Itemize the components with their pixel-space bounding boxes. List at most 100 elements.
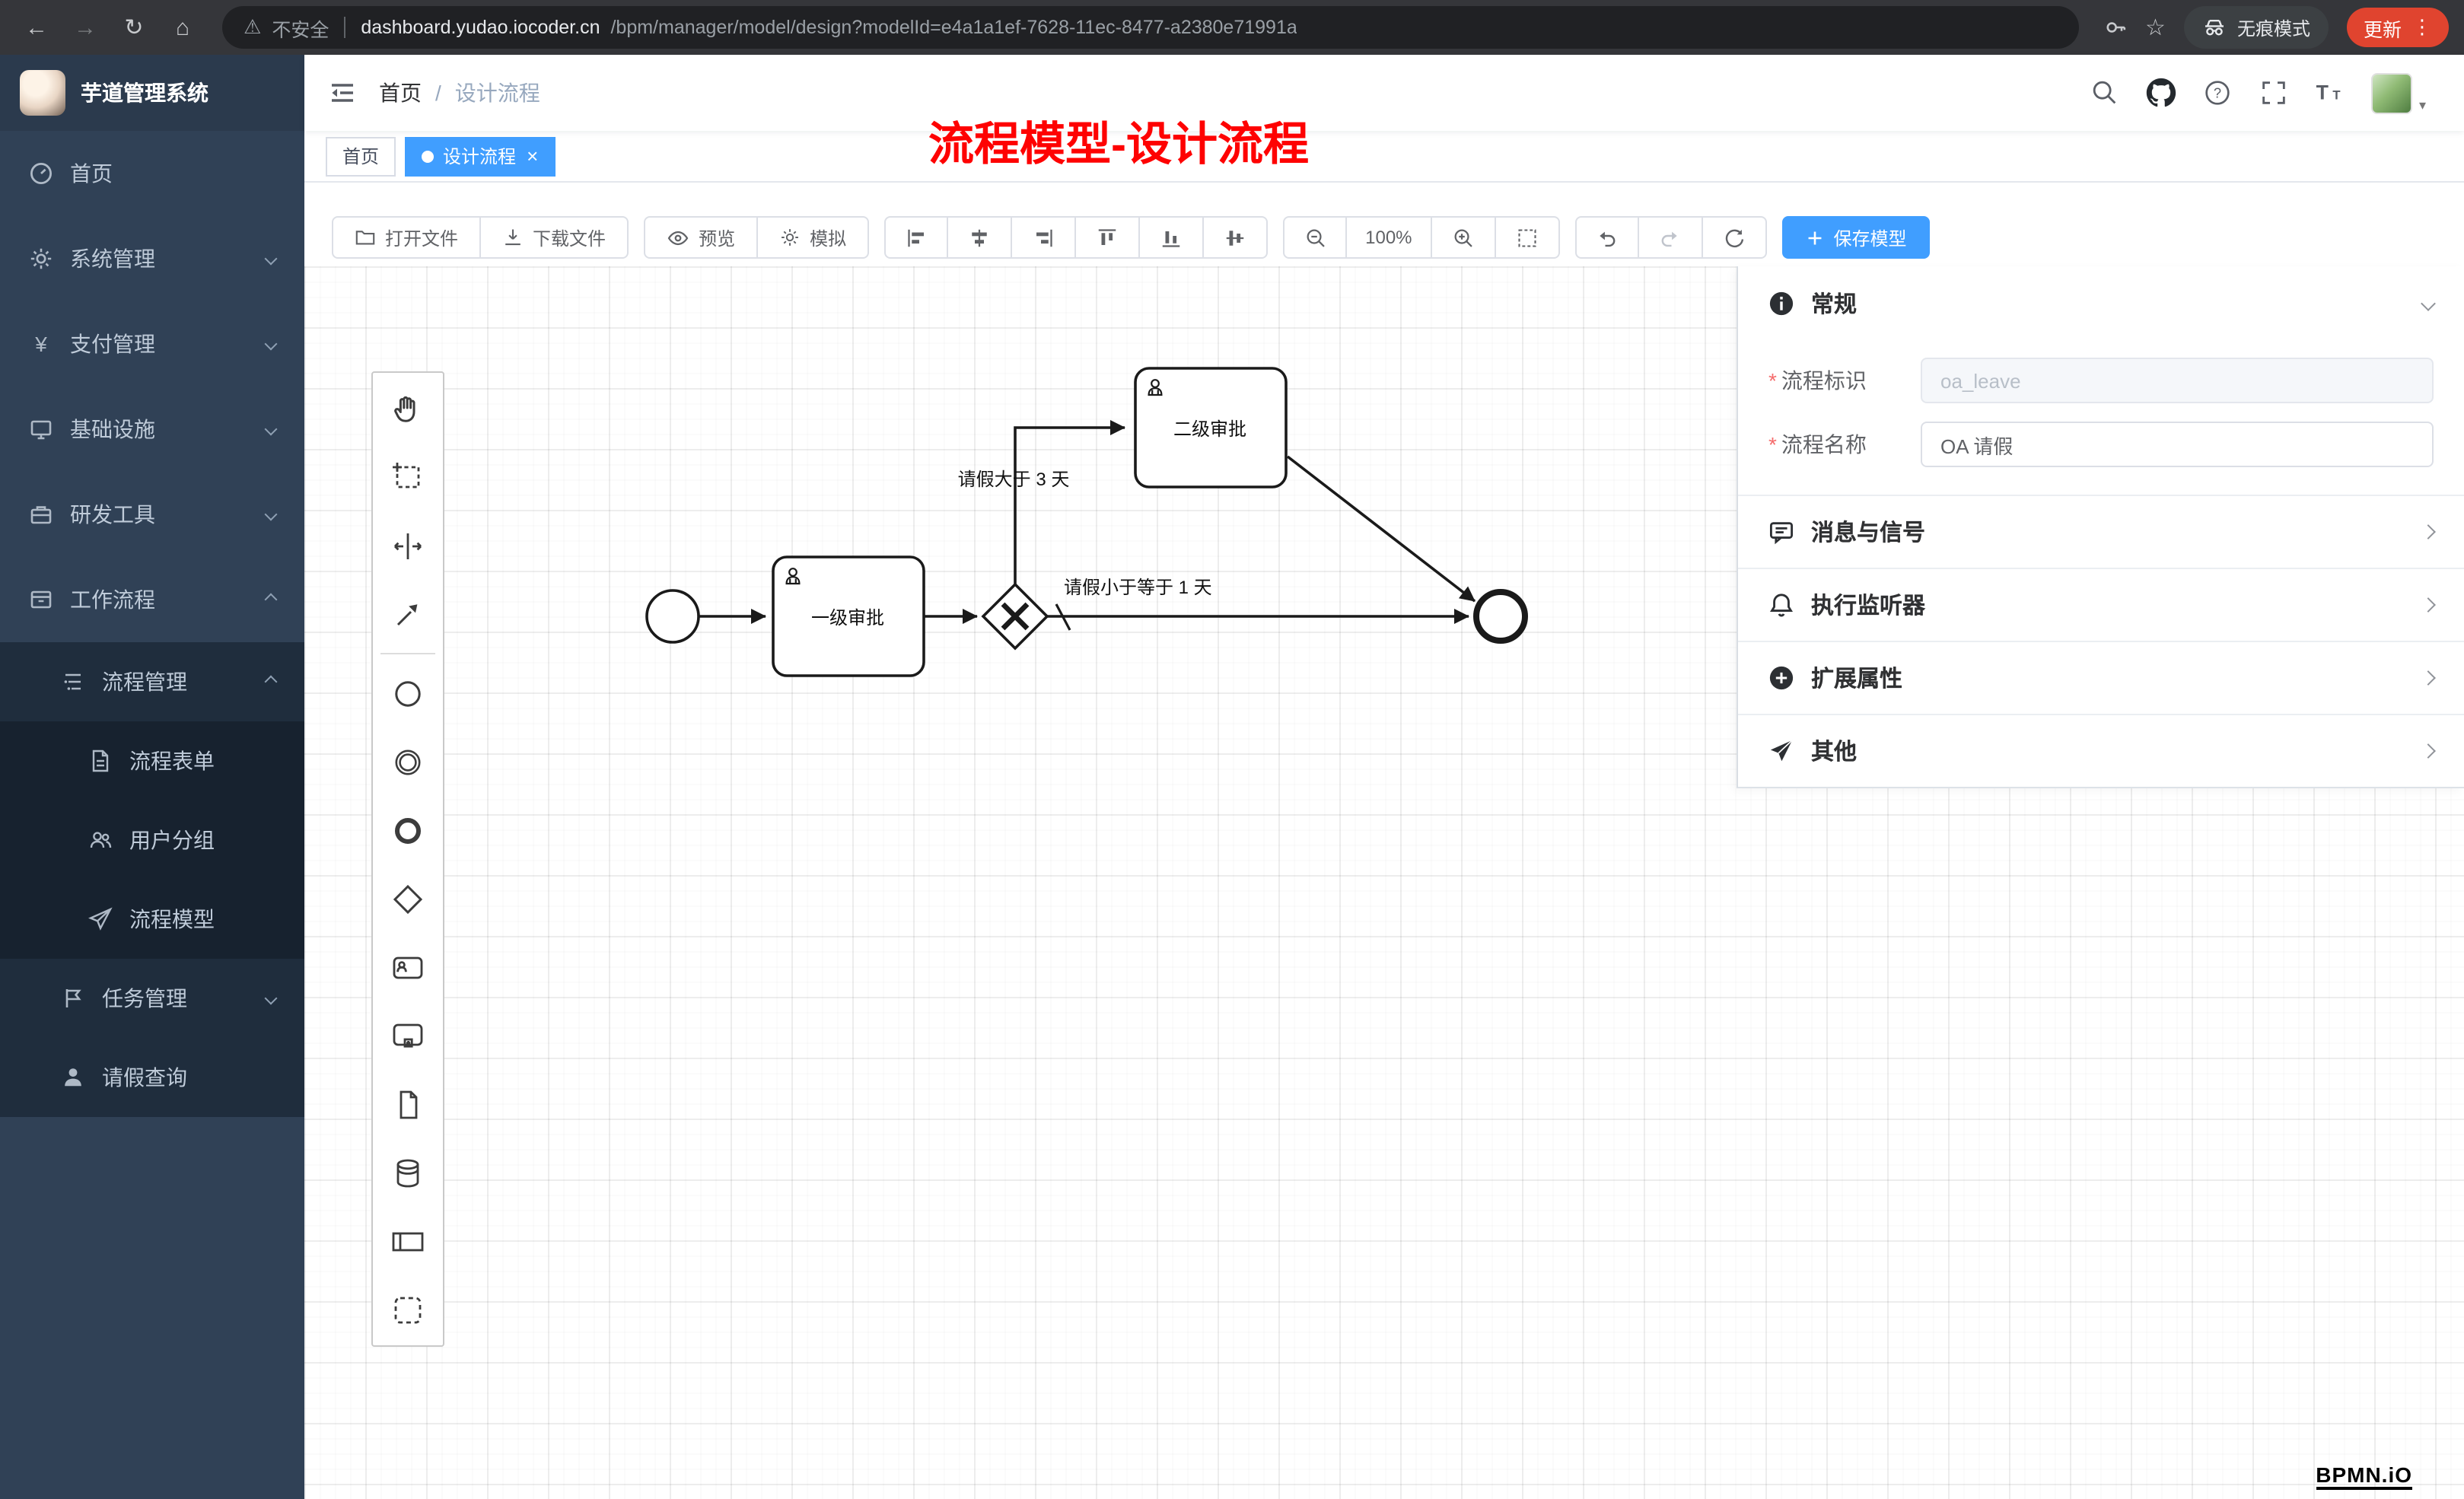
gear-icon <box>30 248 52 269</box>
align-middle-button[interactable] <box>1204 216 1269 259</box>
create-participant[interactable] <box>373 1207 443 1275</box>
process-name-input[interactable] <box>1921 422 2434 467</box>
bell-icon <box>1769 594 1794 617</box>
flag-icon <box>65 989 81 1007</box>
browser-back-icon[interactable]: ← <box>25 14 48 40</box>
key-icon[interactable] <box>2103 15 2127 40</box>
create-gateway[interactable] <box>373 864 443 933</box>
global-connect-tool[interactable] <box>373 580 443 648</box>
create-user-task[interactable] <box>373 933 443 1001</box>
zoom-reset-button[interactable] <box>1495 216 1560 259</box>
hand-tool[interactable] <box>373 374 443 443</box>
space-tool[interactable] <box>373 511 443 580</box>
sidebar-item-process-management[interactable]: 流程管理 <box>0 642 304 721</box>
sidebar-collapse-icon[interactable] <box>327 78 358 108</box>
sidebar-item-user-group[interactable]: 用户分组 <box>0 800 304 880</box>
download-file-button[interactable]: 下载文件 <box>481 216 629 259</box>
browser-menu-icon[interactable]: ⋮ <box>2412 15 2432 38</box>
zoom-out-button[interactable] <box>1283 216 1348 259</box>
menu-label: 工作流程 <box>70 587 155 612</box>
sidebar-item-workflow[interactable]: 工作流程 <box>0 557 304 642</box>
flow-gateway-to-task2[interactable] <box>1014 420 1125 584</box>
tab-design-process[interactable]: 设计流程 × <box>405 136 556 176</box>
user-task-icon <box>393 956 423 979</box>
menu-label: 基础设施 <box>70 417 155 441</box>
zoom-in-button[interactable] <box>1431 216 1496 259</box>
fullscreen-icon[interactable] <box>2259 78 2290 108</box>
sidebar-item-process-model[interactable]: 流程模型 <box>0 880 304 959</box>
svg-text:?: ? <box>2214 85 2222 101</box>
simulate-button[interactable]: 模拟 <box>758 216 870 259</box>
github-icon[interactable] <box>2147 78 2177 108</box>
browser-reload-icon[interactable]: ↻ <box>124 15 144 41</box>
sidebar-item-system[interactable]: 系统管理 <box>0 216 304 301</box>
update-label: 更新 <box>2363 19 2402 40</box>
sidebar-item-devtools[interactable]: 研发工具 <box>0 472 304 557</box>
button-label: 保存模型 <box>1833 228 1907 249</box>
sidebar-item-infra[interactable]: 基础设施 <box>0 387 304 472</box>
section-execution-listeners[interactable]: 执行监听器 <box>1738 568 2464 641</box>
create-call-activity[interactable] <box>373 1001 443 1070</box>
create-start-event[interactable] <box>373 659 443 727</box>
url-bar[interactable]: ⚠ 不安全 dashboard.yudao.iocoder.cn/bpm/man… <box>222 6 2079 49</box>
bookmark-star-icon[interactable]: ☆ <box>2145 15 2166 41</box>
lasso-tool[interactable] <box>373 443 443 511</box>
sidebar-item-home[interactable]: 首页 <box>0 131 304 216</box>
align-top-button[interactable] <box>1076 216 1141 259</box>
lasso-tool-icon <box>393 462 420 488</box>
chevron-right-icon <box>2421 670 2436 686</box>
sidebar-item-process-form[interactable]: 流程表单 <box>0 721 304 800</box>
search-icon[interactable] <box>2090 78 2121 108</box>
sidebar: 芋道管理系统 首页 系统管理 ¥ 支付管理 基础设施 <box>0 55 304 1499</box>
chevron-down-icon <box>264 337 278 351</box>
exclusive-gateway[interactable] <box>981 582 1049 651</box>
user-task-level2[interactable]: 二级审批 <box>1134 367 1288 489</box>
sidebar-item-task-management[interactable]: 任务管理 <box>0 959 304 1038</box>
tab-home[interactable]: 首页 <box>326 136 396 176</box>
align-center-button[interactable] <box>948 216 1013 259</box>
create-group[interactable] <box>373 1275 443 1344</box>
bpmn-io-logo[interactable]: BPMN.iO <box>2316 1462 2412 1490</box>
start-event[interactable] <box>645 589 700 644</box>
align-left-button[interactable] <box>884 216 949 259</box>
sidebar-item-payment[interactable]: ¥ 支付管理 <box>0 301 304 387</box>
create-intermediate-event[interactable] <box>373 727 443 796</box>
help-icon[interactable]: ? <box>2203 78 2233 108</box>
create-data-object[interactable] <box>373 1070 443 1138</box>
create-end-event[interactable] <box>373 796 443 864</box>
undo-button[interactable] <box>1574 216 1639 259</box>
flow-task2-to-end[interactable] <box>1286 455 1476 603</box>
hand-tool-icon <box>394 395 415 422</box>
warning-icon: ⚠ <box>244 15 262 38</box>
section-other[interactable]: 其他 <box>1738 714 2464 787</box>
save-model-button[interactable]: 保存模型 <box>1781 216 1930 259</box>
redo-button[interactable] <box>1638 216 1703 259</box>
menu-label: 流程管理 <box>102 670 187 694</box>
breadcrumb-home[interactable]: 首页 <box>379 81 422 105</box>
avatar[interactable] <box>2371 72 2413 113</box>
zoom-in-icon <box>1454 228 1472 247</box>
sidebar-item-leave-query[interactable]: 请假查询 <box>0 1038 304 1117</box>
process-name-row: *流程名称 <box>1768 422 2434 467</box>
align-bottom-button[interactable] <box>1140 216 1205 259</box>
align-right-button[interactable] <box>1012 216 1077 259</box>
browser-forward-icon[interactable]: → <box>74 14 97 40</box>
close-icon[interactable]: × <box>527 145 539 167</box>
user-menu[interactable]: ▾ <box>2371 72 2426 113</box>
section-messages-signals[interactable]: 消息与信号 <box>1738 495 2464 568</box>
chevron-right-icon <box>2421 524 2436 539</box>
bpmn-canvas[interactable] <box>304 266 2464 1499</box>
restart-button[interactable] <box>1702 216 1767 259</box>
section-extended-attributes[interactable]: 扩展属性 <box>1738 641 2464 714</box>
section-general[interactable]: 常规 <box>1738 266 2464 339</box>
end-event[interactable] <box>1473 589 1528 644</box>
browser-home-icon[interactable]: ⌂ <box>175 14 190 40</box>
browser-update-button[interactable]: 更新 ⋮ <box>2346 8 2449 47</box>
open-file-button[interactable]: 打开文件 <box>332 216 482 259</box>
user-task-level1[interactable]: 一级审批 <box>772 555 925 677</box>
section-title: 常规 <box>1811 291 1858 317</box>
preview-button[interactable]: 预览 <box>644 216 759 259</box>
chevron-right-icon <box>2421 743 2436 759</box>
create-data-store[interactable] <box>373 1138 443 1207</box>
